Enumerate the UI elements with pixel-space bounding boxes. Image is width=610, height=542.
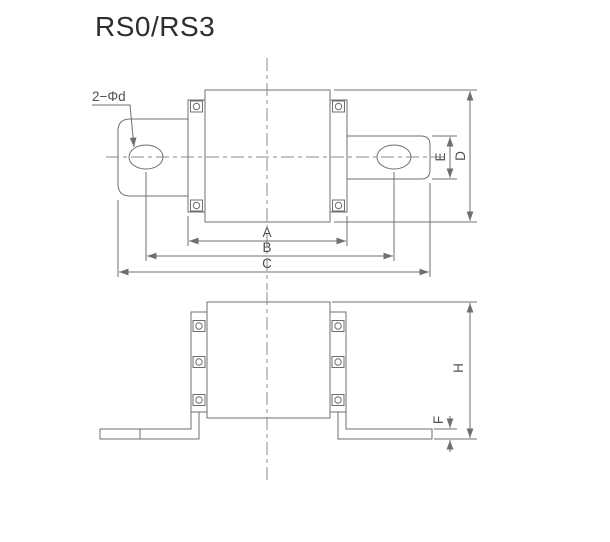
dim-label-b: B — [262, 240, 271, 255]
dim-h: H — [332, 301, 477, 440]
end-cap-left — [187, 99, 206, 213]
dim-a: A — [187, 216, 348, 246]
dim-d: D — [334, 89, 477, 223]
bolt-icon — [331, 320, 345, 332]
bolt-icon — [331, 394, 345, 406]
dim-b: B — [145, 172, 395, 261]
side-view — [99, 292, 433, 480]
bolt-icon — [192, 394, 206, 406]
hole-callout-label: 2−Φd — [92, 89, 126, 104]
bracket-right — [337, 411, 433, 440]
end-cap-right — [329, 99, 348, 213]
dim-label-f: F — [431, 416, 446, 424]
dim-label-e: E — [433, 152, 448, 161]
bolt-icon — [332, 199, 345, 212]
dim-e: E — [432, 135, 457, 180]
bolt-icon — [190, 199, 203, 212]
dimensions-top: 2−Φd E D A — [92, 89, 477, 277]
dim-label-h: H — [451, 363, 466, 373]
leader-line — [92, 104, 137, 148]
top-view — [106, 58, 446, 290]
bolt-icon — [192, 320, 206, 332]
bolt-icon — [332, 100, 345, 113]
clamp-bolts — [192, 320, 345, 406]
dimensions-side: H F — [332, 301, 477, 452]
dim-label-a: A — [262, 225, 271, 240]
dim-f: F — [431, 416, 457, 452]
fuse-body-side — [206, 301, 331, 419]
cap-bolts — [190, 100, 345, 212]
bolt-icon — [190, 100, 203, 113]
dim-label-d: D — [453, 151, 468, 161]
drawing-title: RS0/RS3 — [95, 11, 215, 42]
dim-hole-callout: 2−Φd — [92, 89, 137, 148]
bracket-left — [99, 411, 200, 440]
dim-c: C — [117, 183, 431, 277]
bolt-icon — [192, 356, 206, 368]
dim-label-c: C — [262, 256, 272, 271]
bolt-icon — [331, 356, 345, 368]
